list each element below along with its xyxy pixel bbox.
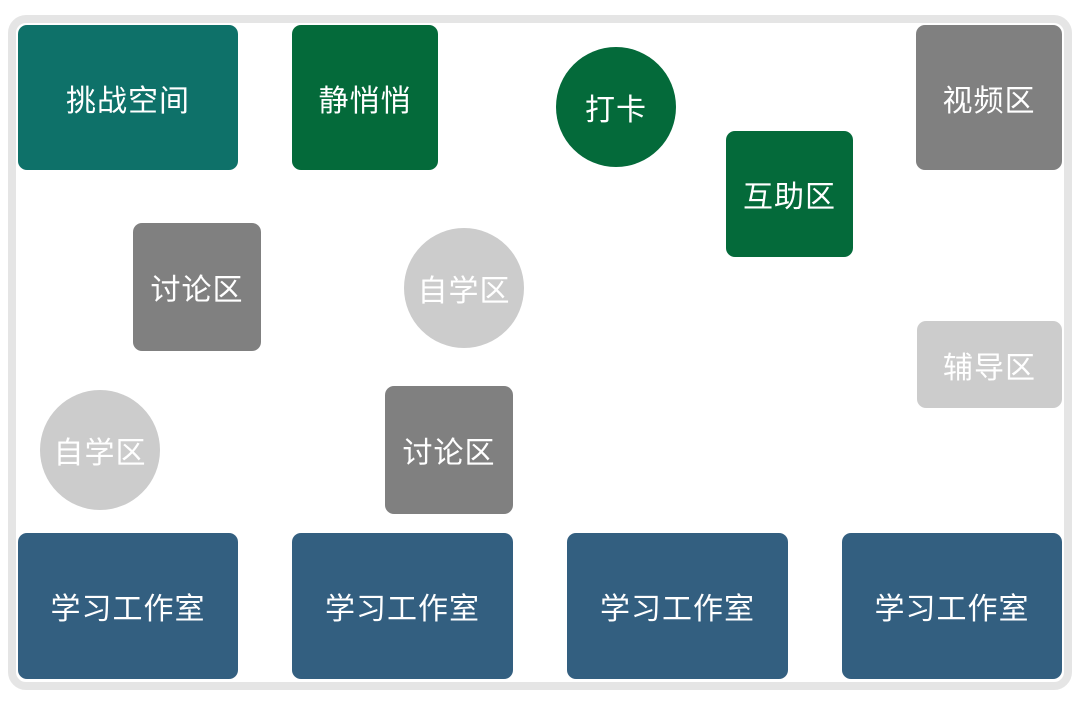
zone-label: 自学区 <box>417 274 511 309</box>
zone-label: 打卡 <box>585 93 647 128</box>
zone-discussion-2[interactable]: 讨论区 <box>385 386 513 514</box>
zone-label: 讨论区 <box>402 436 496 471</box>
zone-challenge-space[interactable]: 挑战空间 <box>18 25 238 170</box>
zone-label: 学习工作室 <box>874 592 1030 627</box>
zone-label: 互助区 <box>743 180 836 215</box>
zone-mutual-help[interactable]: 互助区 <box>726 131 853 257</box>
zone-quiet[interactable]: 静悄悄 <box>292 25 438 170</box>
zone-studio-2[interactable]: 学习工作室 <box>292 533 513 679</box>
zone-label: 学习工作室 <box>325 592 480 627</box>
zone-video-area[interactable]: 视频区 <box>916 25 1062 170</box>
zone-label: 讨论区 <box>150 273 244 308</box>
zone-label: 静悄悄 <box>318 83 412 119</box>
zone-tutoring[interactable]: 辅导区 <box>917 321 1062 408</box>
zone-self-study-1[interactable]: 自学区 <box>404 228 524 348</box>
zone-self-study-2[interactable]: 自学区 <box>40 390 160 510</box>
zone-label: 学习工作室 <box>50 592 206 627</box>
zone-studio-4[interactable]: 学习工作室 <box>842 533 1062 679</box>
zone-label: 自学区 <box>53 436 147 471</box>
zone-label: 学习工作室 <box>600 592 755 627</box>
zone-label: 辅导区 <box>943 350 1036 386</box>
zone-studio-1[interactable]: 学习工作室 <box>18 533 238 679</box>
zone-studio-3[interactable]: 学习工作室 <box>567 533 788 679</box>
zone-label: 视频区 <box>942 83 1036 119</box>
zone-checkin[interactable]: 打卡 <box>556 47 676 167</box>
zone-discussion-1[interactable]: 讨论区 <box>133 223 261 351</box>
zone-label: 挑战空间 <box>66 83 190 119</box>
